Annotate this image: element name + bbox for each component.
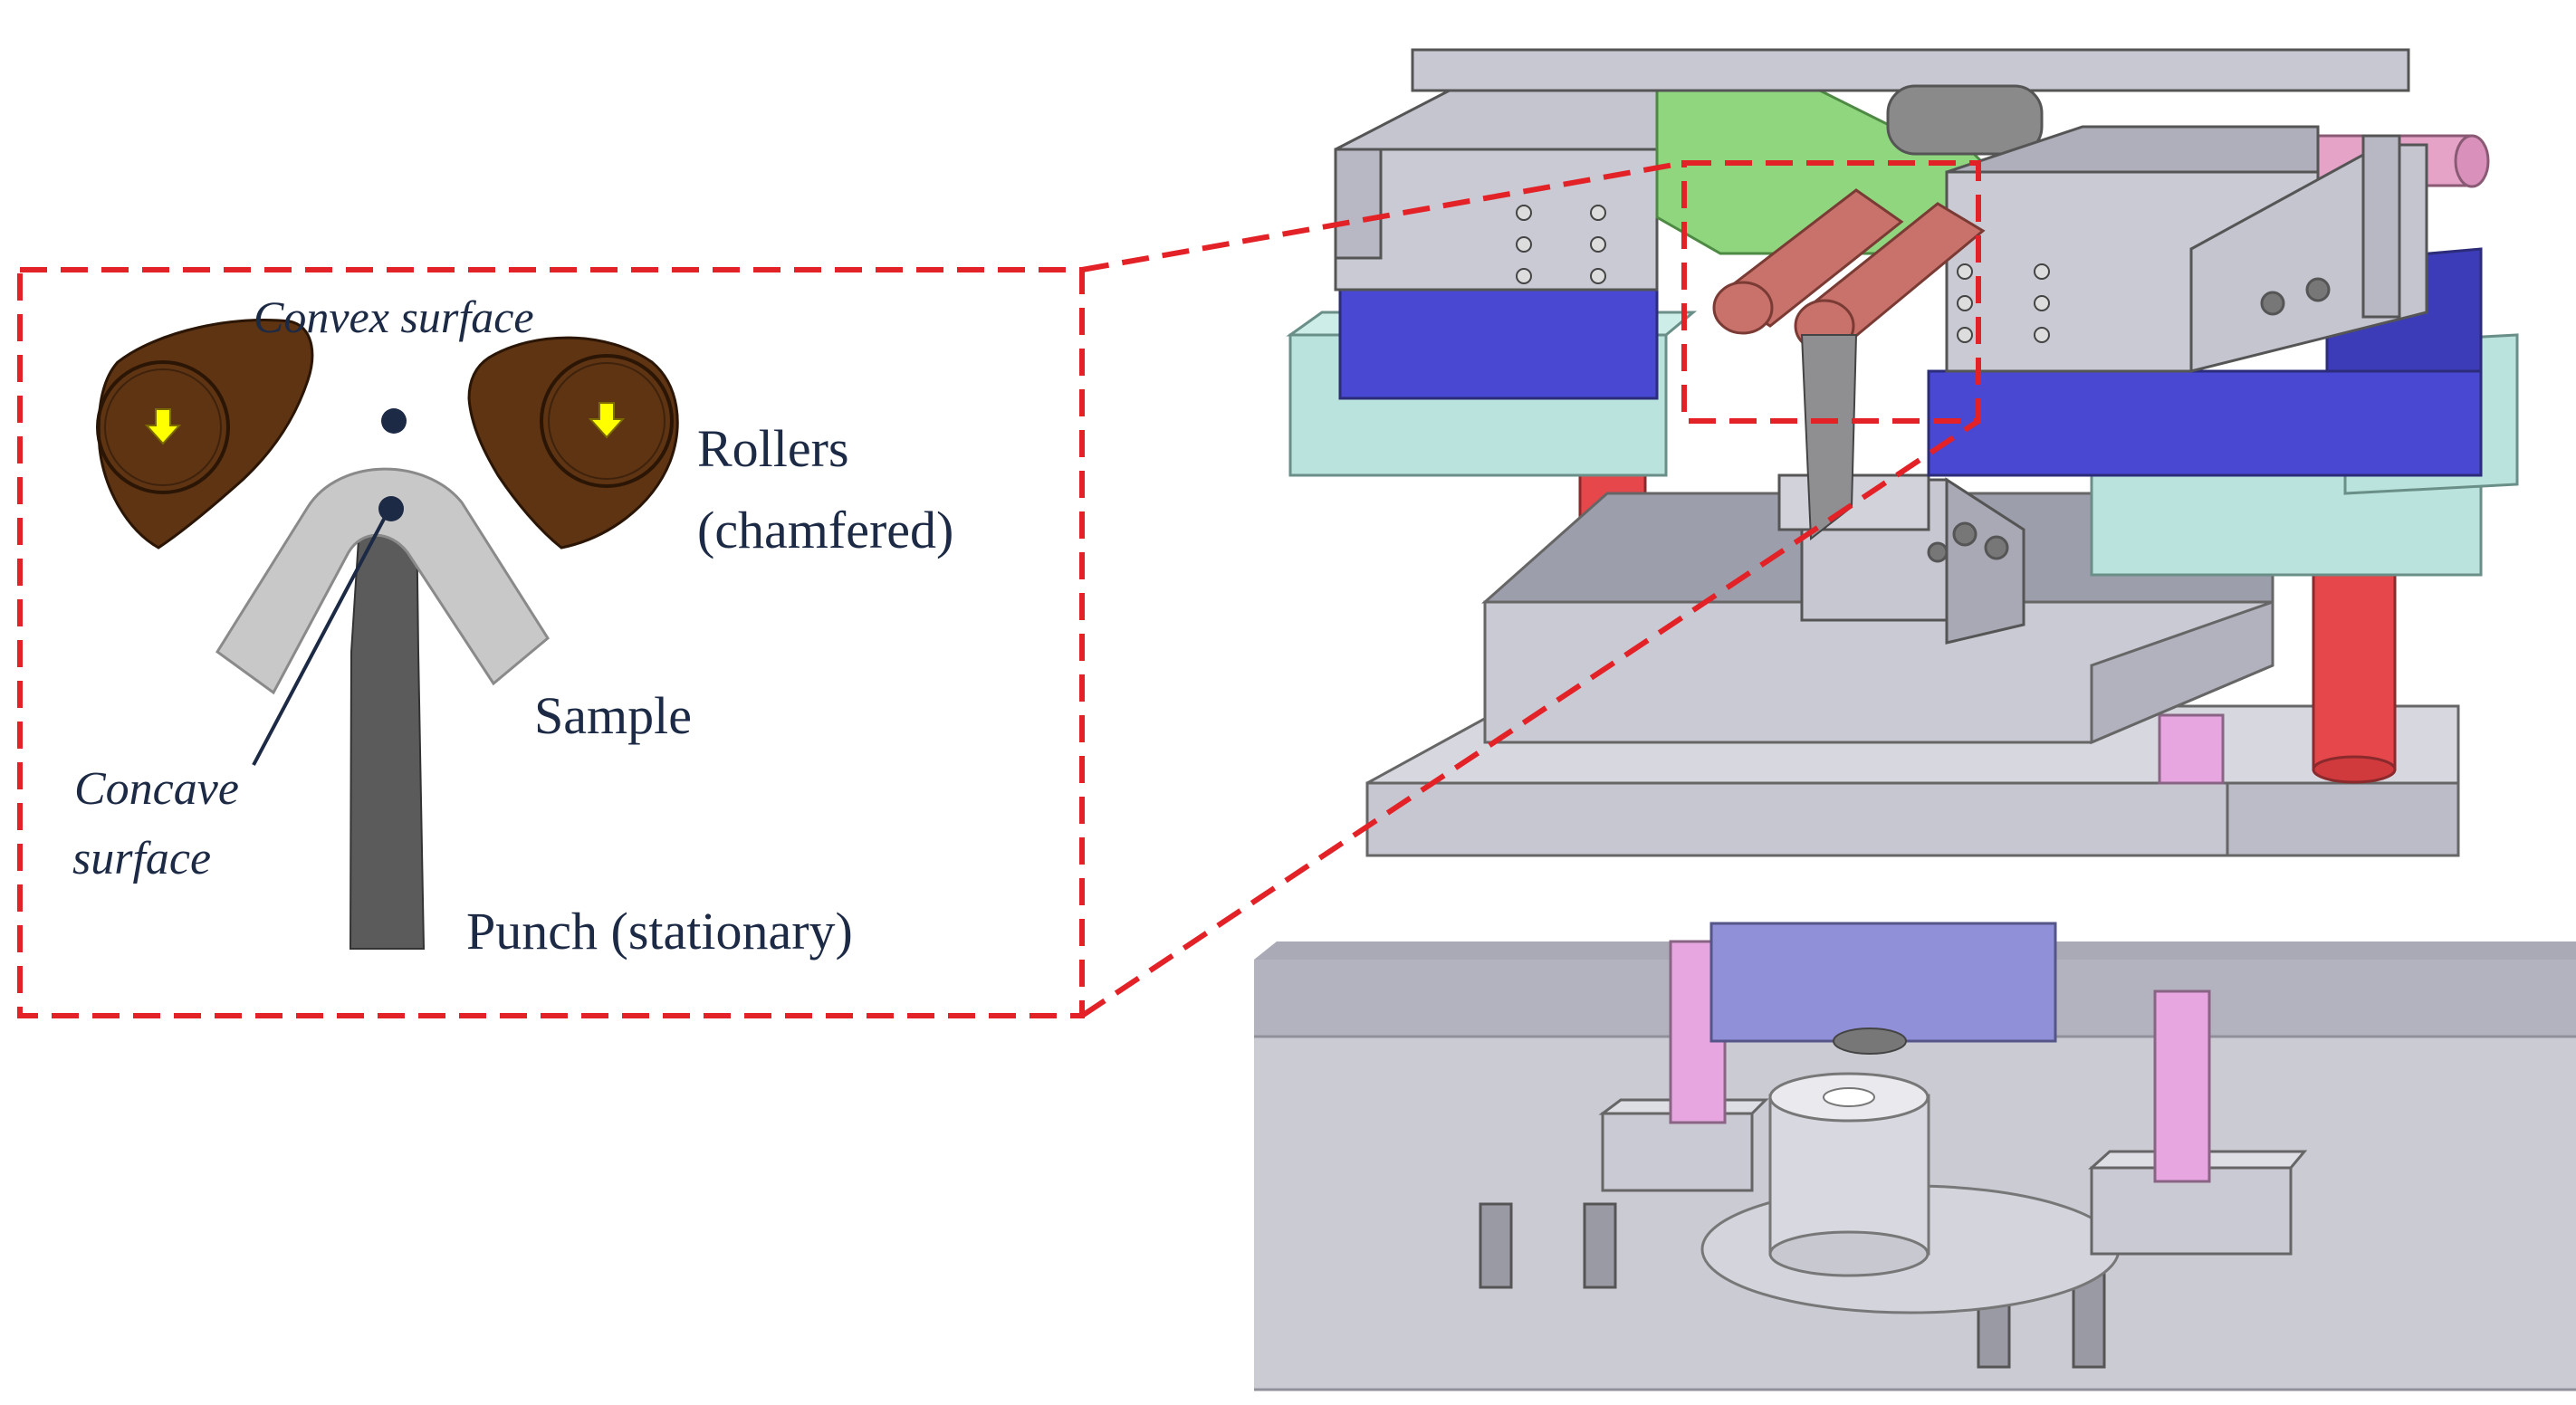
left-roller-arrow-icon [144, 408, 182, 445]
label-chamfered: (chamfered) [697, 501, 953, 559]
left-roller [96, 318, 314, 550]
upper-right-block [1945, 125, 2428, 373]
upper-left-block [1334, 80, 1749, 292]
bent-sample [215, 467, 550, 695]
zoom-region-marker [1681, 160, 1981, 424]
actuator-cylinder [1709, 922, 2057, 1055]
label-sample: Sample [534, 686, 692, 745]
callout-connectors [1080, 160, 1980, 1018]
label-convex-surface: Convex surface [254, 292, 534, 342]
right-roller [467, 336, 679, 550]
convex-point-marker [381, 408, 407, 434]
detail-inset: Convex surface Rollers (chamfered) Sampl… [17, 267, 1085, 1018]
leader-lines [252, 408, 407, 766]
front-bolts [1479, 1202, 2106, 1369]
label-concave: Concave [74, 763, 239, 815]
bottom-cylinder [1768, 1072, 1930, 1277]
label-rollers: Rollers [697, 419, 849, 478]
machine-3d-view [1254, 48, 2576, 1391]
label-punch-stationary: Punch (stationary) [466, 902, 853, 961]
right-roller-arrow-icon [588, 402, 626, 439]
label-surface: surface [72, 833, 211, 884]
concave-point-marker [378, 496, 404, 521]
